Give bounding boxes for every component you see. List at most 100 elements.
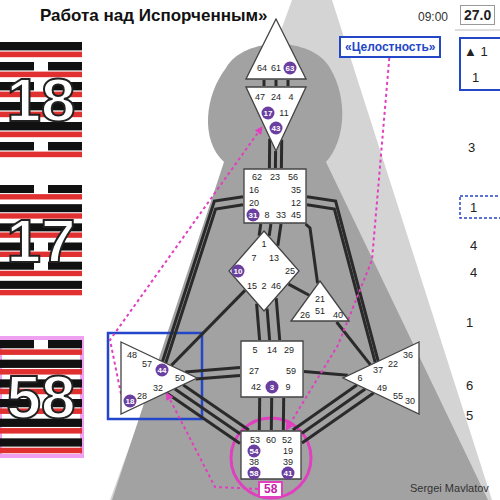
- hexagram-stripe: [0, 194, 82, 199]
- throat-center: 622356163520123183345: [243, 168, 307, 224]
- gate-number: 57: [142, 360, 152, 369]
- body-silhouette: [112, 44, 488, 500]
- center-shape: [241, 431, 301, 479]
- hexagram-bar: [0, 340, 34, 348]
- channel-line: [167, 393, 240, 444]
- gate-number: 31: [247, 209, 260, 222]
- gate-number: 44: [156, 364, 169, 377]
- channel-line: [267, 309, 270, 341]
- channel-line: [287, 80, 290, 86]
- gate-number: 60: [266, 436, 276, 445]
- ajna-center: 47244171143: [245, 86, 307, 152]
- gate-number: 46: [271, 282, 281, 291]
- side-value: 1: [472, 70, 479, 85]
- gate-number: 47: [255, 93, 265, 102]
- gate-number: 53: [250, 436, 260, 445]
- center-shape: [291, 281, 349, 321]
- highlight-circle: [231, 418, 311, 498]
- root-center: 536052541938395841: [240, 430, 302, 480]
- heart-center: 21512640: [290, 280, 350, 322]
- gate-number: 12: [291, 199, 301, 208]
- channel-line: [276, 298, 280, 340]
- center-shape: [241, 341, 303, 397]
- channel-line: [307, 205, 375, 362]
- center-shape: [246, 87, 306, 151]
- channel-line: [185, 368, 240, 372]
- side-value: ▲ 1: [464, 44, 488, 59]
- gate-number: 25: [285, 267, 295, 276]
- gate-number: 3: [266, 381, 279, 394]
- gate-number: 59: [286, 367, 296, 376]
- channel-line: [278, 224, 281, 246]
- gate-number: 62: [252, 173, 262, 182]
- gate-number: 7: [251, 254, 256, 263]
- highlight-box: [460, 38, 500, 90]
- gate-number: 27: [249, 367, 259, 376]
- channel-line: [274, 151, 277, 168]
- channel-line: [259, 224, 261, 236]
- gate-number: 13: [269, 254, 279, 263]
- gate-number: 11: [279, 109, 288, 118]
- watermark: Sergei Mavlatov: [410, 482, 489, 494]
- channel-line: [269, 224, 271, 236]
- center-shape: [246, 19, 306, 79]
- gate-number: 14: [267, 346, 277, 355]
- gate-number: 48: [127, 351, 137, 360]
- hexagram-stripe: [0, 290, 82, 295]
- hexagram-bar: [0, 185, 34, 193]
- hexagram-bar: [0, 281, 82, 289]
- gate-number: 30: [405, 397, 415, 406]
- hexagram-number: 58: [7, 366, 76, 428]
- channel-line: [337, 322, 371, 365]
- side-value: 1: [470, 200, 477, 215]
- side-value: 5: [466, 408, 473, 423]
- gate-number: 52: [282, 436, 292, 445]
- channel-line: [171, 290, 245, 365]
- gate-number: 35: [291, 186, 301, 195]
- gate-number: 63: [284, 62, 297, 75]
- gate-number: 29: [284, 346, 294, 355]
- center-shape: [343, 342, 419, 414]
- gate-number: 41: [282, 467, 295, 480]
- gate-number: 1: [261, 240, 266, 249]
- gate-number: 17: [262, 107, 275, 120]
- gate-number: 32: [153, 384, 163, 393]
- hexagram-stripe: [0, 448, 82, 454]
- gate-number: 55: [393, 392, 403, 401]
- light-background: [110, 0, 492, 500]
- hexagram-panels: [0, 40, 82, 456]
- gate-number: 4: [288, 93, 293, 102]
- gate-number: 40: [333, 311, 343, 320]
- gate-number: 21: [315, 295, 325, 304]
- hexagram-bar: [48, 185, 82, 193]
- gate-number: 45: [291, 211, 301, 220]
- hexagram-stripe: [0, 152, 82, 158]
- hexagram-bar: [0, 42, 82, 50]
- highlight-box: [460, 196, 500, 218]
- sacral-center: 5142927594239: [240, 340, 304, 398]
- center-shape: [229, 231, 299, 311]
- hexagram-stripe: [0, 428, 82, 434]
- gate-number: 23: [270, 173, 280, 182]
- channel-line: [183, 385, 249, 430]
- g-center-diamond: 1713102515246: [228, 230, 300, 312]
- gate-number: 28: [137, 392, 147, 401]
- side-value: 1: [466, 315, 473, 330]
- gate-number: 36: [403, 351, 413, 360]
- gate-number: 58: [248, 467, 261, 480]
- gate-number: 19: [283, 447, 293, 456]
- channel-line: [268, 139, 271, 168]
- side-value: 4: [470, 238, 477, 253]
- gate-number: 64: [257, 64, 267, 73]
- channel-line: [270, 398, 273, 430]
- side-value: 3: [468, 140, 475, 155]
- gate-number: 16: [249, 186, 259, 195]
- box-text: «Целостность»: [345, 40, 435, 54]
- hexagram-panel: [0, 40, 82, 160]
- head-center: 646163: [245, 18, 307, 80]
- gate-number: 15: [247, 282, 257, 291]
- gate-tag-box: 58: [258, 481, 283, 498]
- gate-number: 22: [388, 360, 398, 369]
- hexagram-number: 18: [7, 69, 76, 131]
- time-stamp: 09:00: [418, 10, 448, 24]
